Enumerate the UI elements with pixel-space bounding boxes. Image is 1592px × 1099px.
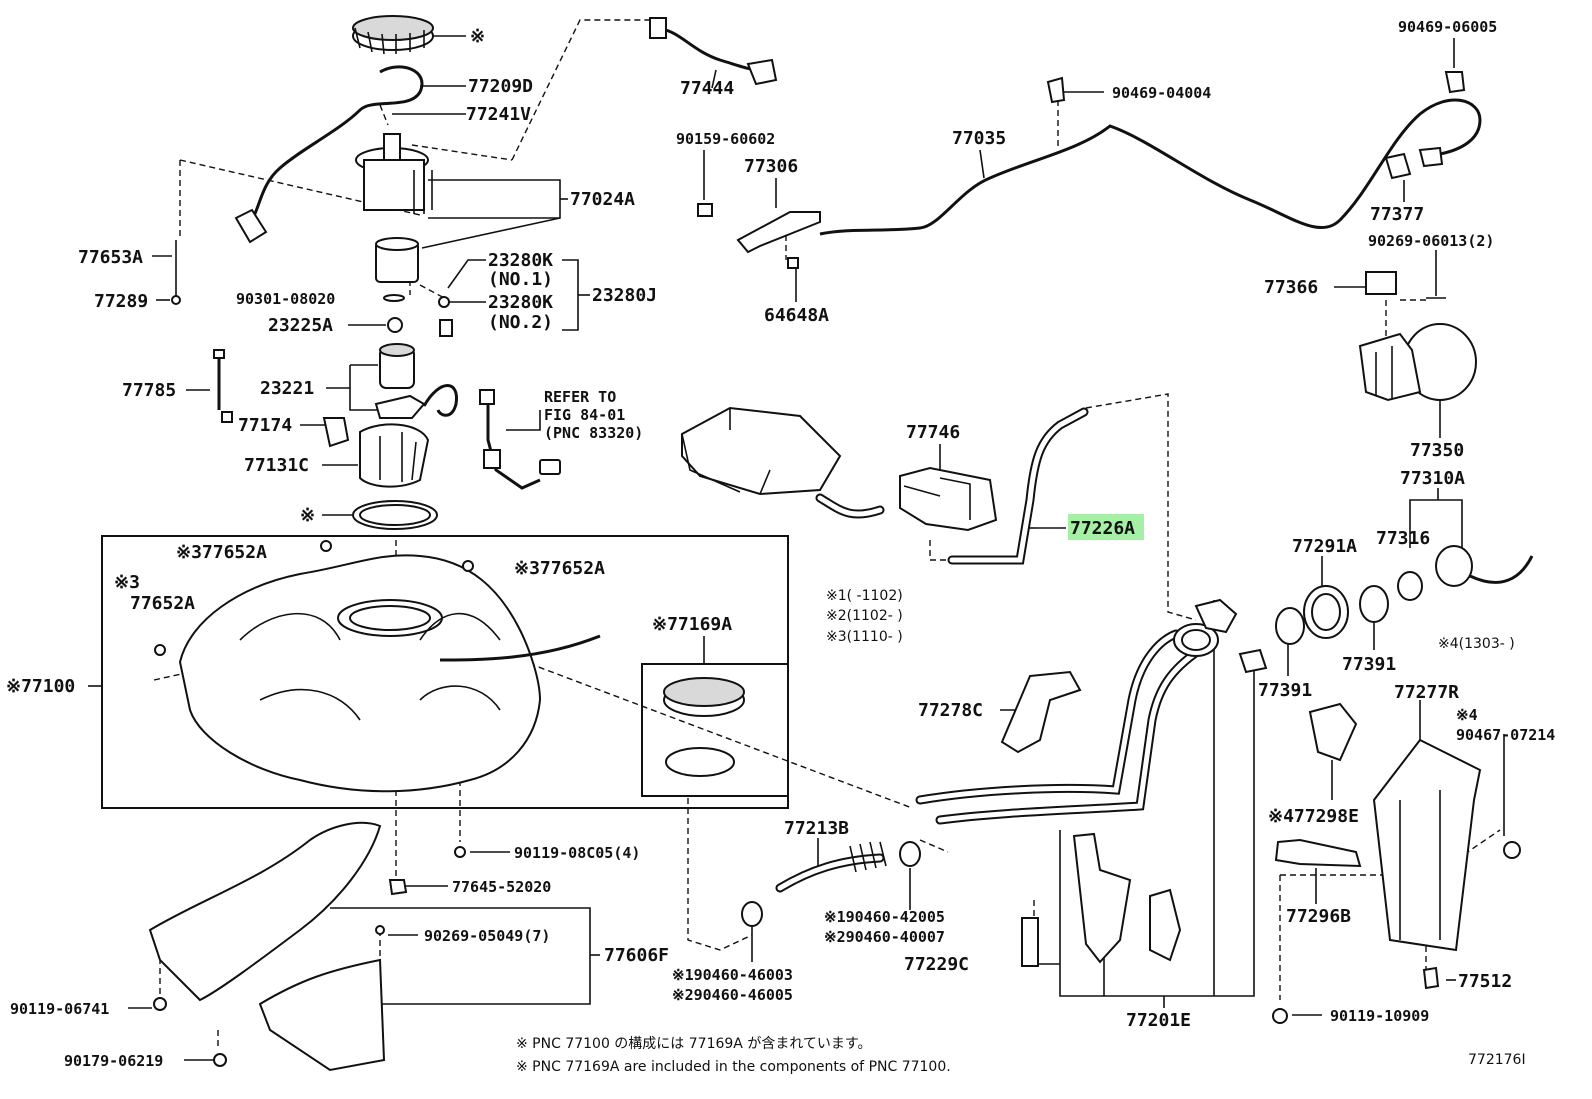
label-77391-a: 77391 (1258, 680, 1312, 701)
label-77213B: 77213B (784, 818, 849, 839)
label-23280K-2: 23280K (488, 292, 553, 313)
lock-ring-box (641, 663, 789, 797)
label-90460-46003: ※190460-46003 (672, 966, 793, 984)
label-77444: 77444 (680, 78, 734, 99)
label-77241V: 77241V (466, 104, 531, 125)
label-refer3: (PNC 83320) (544, 424, 643, 442)
label-77606F: 77606F (604, 945, 669, 966)
label-77209D: 77209D (468, 76, 533, 97)
label-77391-b: 77391 (1342, 654, 1396, 675)
label-77277R: 77277R (1394, 682, 1459, 703)
label-77174: 77174 (238, 415, 292, 436)
note-v2: ※2(1102- ) (826, 608, 903, 624)
label-77653A: 77653A (78, 247, 143, 268)
label-77645-52020: 77645-52020 (452, 878, 551, 896)
label-90469-06005: 90469-06005 (1398, 18, 1497, 36)
label-77131C: 77131C (244, 455, 309, 476)
label-refer2: FIG 84-01 (544, 406, 625, 424)
label-77100: ※77100 (6, 676, 75, 697)
label-23280K-1-no: (NO.1) (488, 269, 553, 290)
label-23225A: 23225A (268, 315, 333, 336)
label-77296B: 77296B (1286, 906, 1351, 927)
label-90119-08C05: 90119-08C05(4) (514, 844, 640, 862)
label-77024A: 77024A (570, 189, 635, 210)
label-refer1: REFER TO (544, 388, 616, 406)
label-23280K-1: 23280K (488, 250, 553, 271)
label-23280J: 23280J (592, 285, 657, 306)
label-90179-06219: 90179-06219 (64, 1052, 163, 1070)
label-77306: 77306 (744, 156, 798, 177)
label-77298E: ※477298E (1268, 806, 1359, 827)
note-v4: ※4(1303- ) (1438, 636, 1515, 652)
note-english: ※ PNC 77169A are included in the compone… (516, 1059, 951, 1075)
label-77652A-2: ※377652A (514, 558, 605, 579)
pump-hose (248, 65, 424, 223)
label-90269-05049: 90269-05049(7) (424, 927, 550, 945)
label-77201E: 77201E (1126, 1010, 1191, 1031)
label-90467-b: 90467-07214 (1456, 726, 1555, 744)
label-77169A: ※77169A (652, 614, 732, 635)
parts (101, 15, 1534, 1072)
label-77746: 77746 (906, 422, 960, 443)
note-v3: ※3(1110- ) (826, 629, 903, 645)
label-23221: 23221 (260, 378, 314, 399)
label-90269-06013: 90269-06013(2) (1368, 232, 1494, 250)
note-japanese: ※ PNC 77100 の構成には 77169A が含まれています。 (516, 1036, 872, 1052)
label-77310A: 77310A (1400, 468, 1465, 489)
diagram-ref-id: 772176I (1468, 1052, 1526, 1068)
label-90467-a: ※4 (1456, 706, 1478, 724)
label-77350: 77350 (1410, 440, 1464, 461)
label-77785: 77785 (122, 380, 176, 401)
label-77229C: 77229C (904, 954, 969, 975)
label-77652A-3a: ※3 (114, 572, 140, 593)
highlight-77226A (1068, 514, 1144, 540)
label-90301-08020: 90301-08020 (236, 290, 335, 308)
label-mark2: ※ (300, 505, 315, 526)
label-77035: 77035 (952, 128, 1006, 149)
note-v1: ※1( -1102) (826, 588, 903, 604)
label-77291A: 77291A (1292, 536, 1357, 557)
label-23280K-2-no: (NO.2) (488, 312, 553, 333)
label-mark1: ※ (470, 26, 485, 47)
label-77226A: 77226A (1070, 518, 1135, 539)
label-77366: 77366 (1264, 277, 1318, 298)
label-90460-40007: ※290460-40007 (824, 928, 945, 946)
label-64648A: 64648A (764, 305, 829, 326)
label-90119-06741: 90119-06741 (10, 1000, 109, 1018)
label-77652A-3b: 77652A (130, 593, 195, 614)
label-90159-60602: 90159-60602 (676, 130, 775, 148)
label-90119-10909: 90119-10909 (1330, 1007, 1429, 1025)
label-77289: 77289 (94, 291, 148, 312)
label-77278C: 77278C (918, 700, 983, 721)
label-77316: 77316 (1376, 528, 1430, 549)
label-77377: 77377 (1370, 204, 1424, 225)
label-90469-04004: 90469-04004 (1112, 84, 1211, 102)
label-90460-42005: ※190460-42005 (824, 908, 945, 926)
label-77512: 77512 (1458, 971, 1512, 992)
label-90460-46005: ※290460-46005 (672, 986, 793, 1004)
label-77652A-1: ※377652A (176, 542, 267, 563)
labels: ※ 77209D 77241V 77024A 77653A 77289 9030… (6, 18, 1555, 1075)
